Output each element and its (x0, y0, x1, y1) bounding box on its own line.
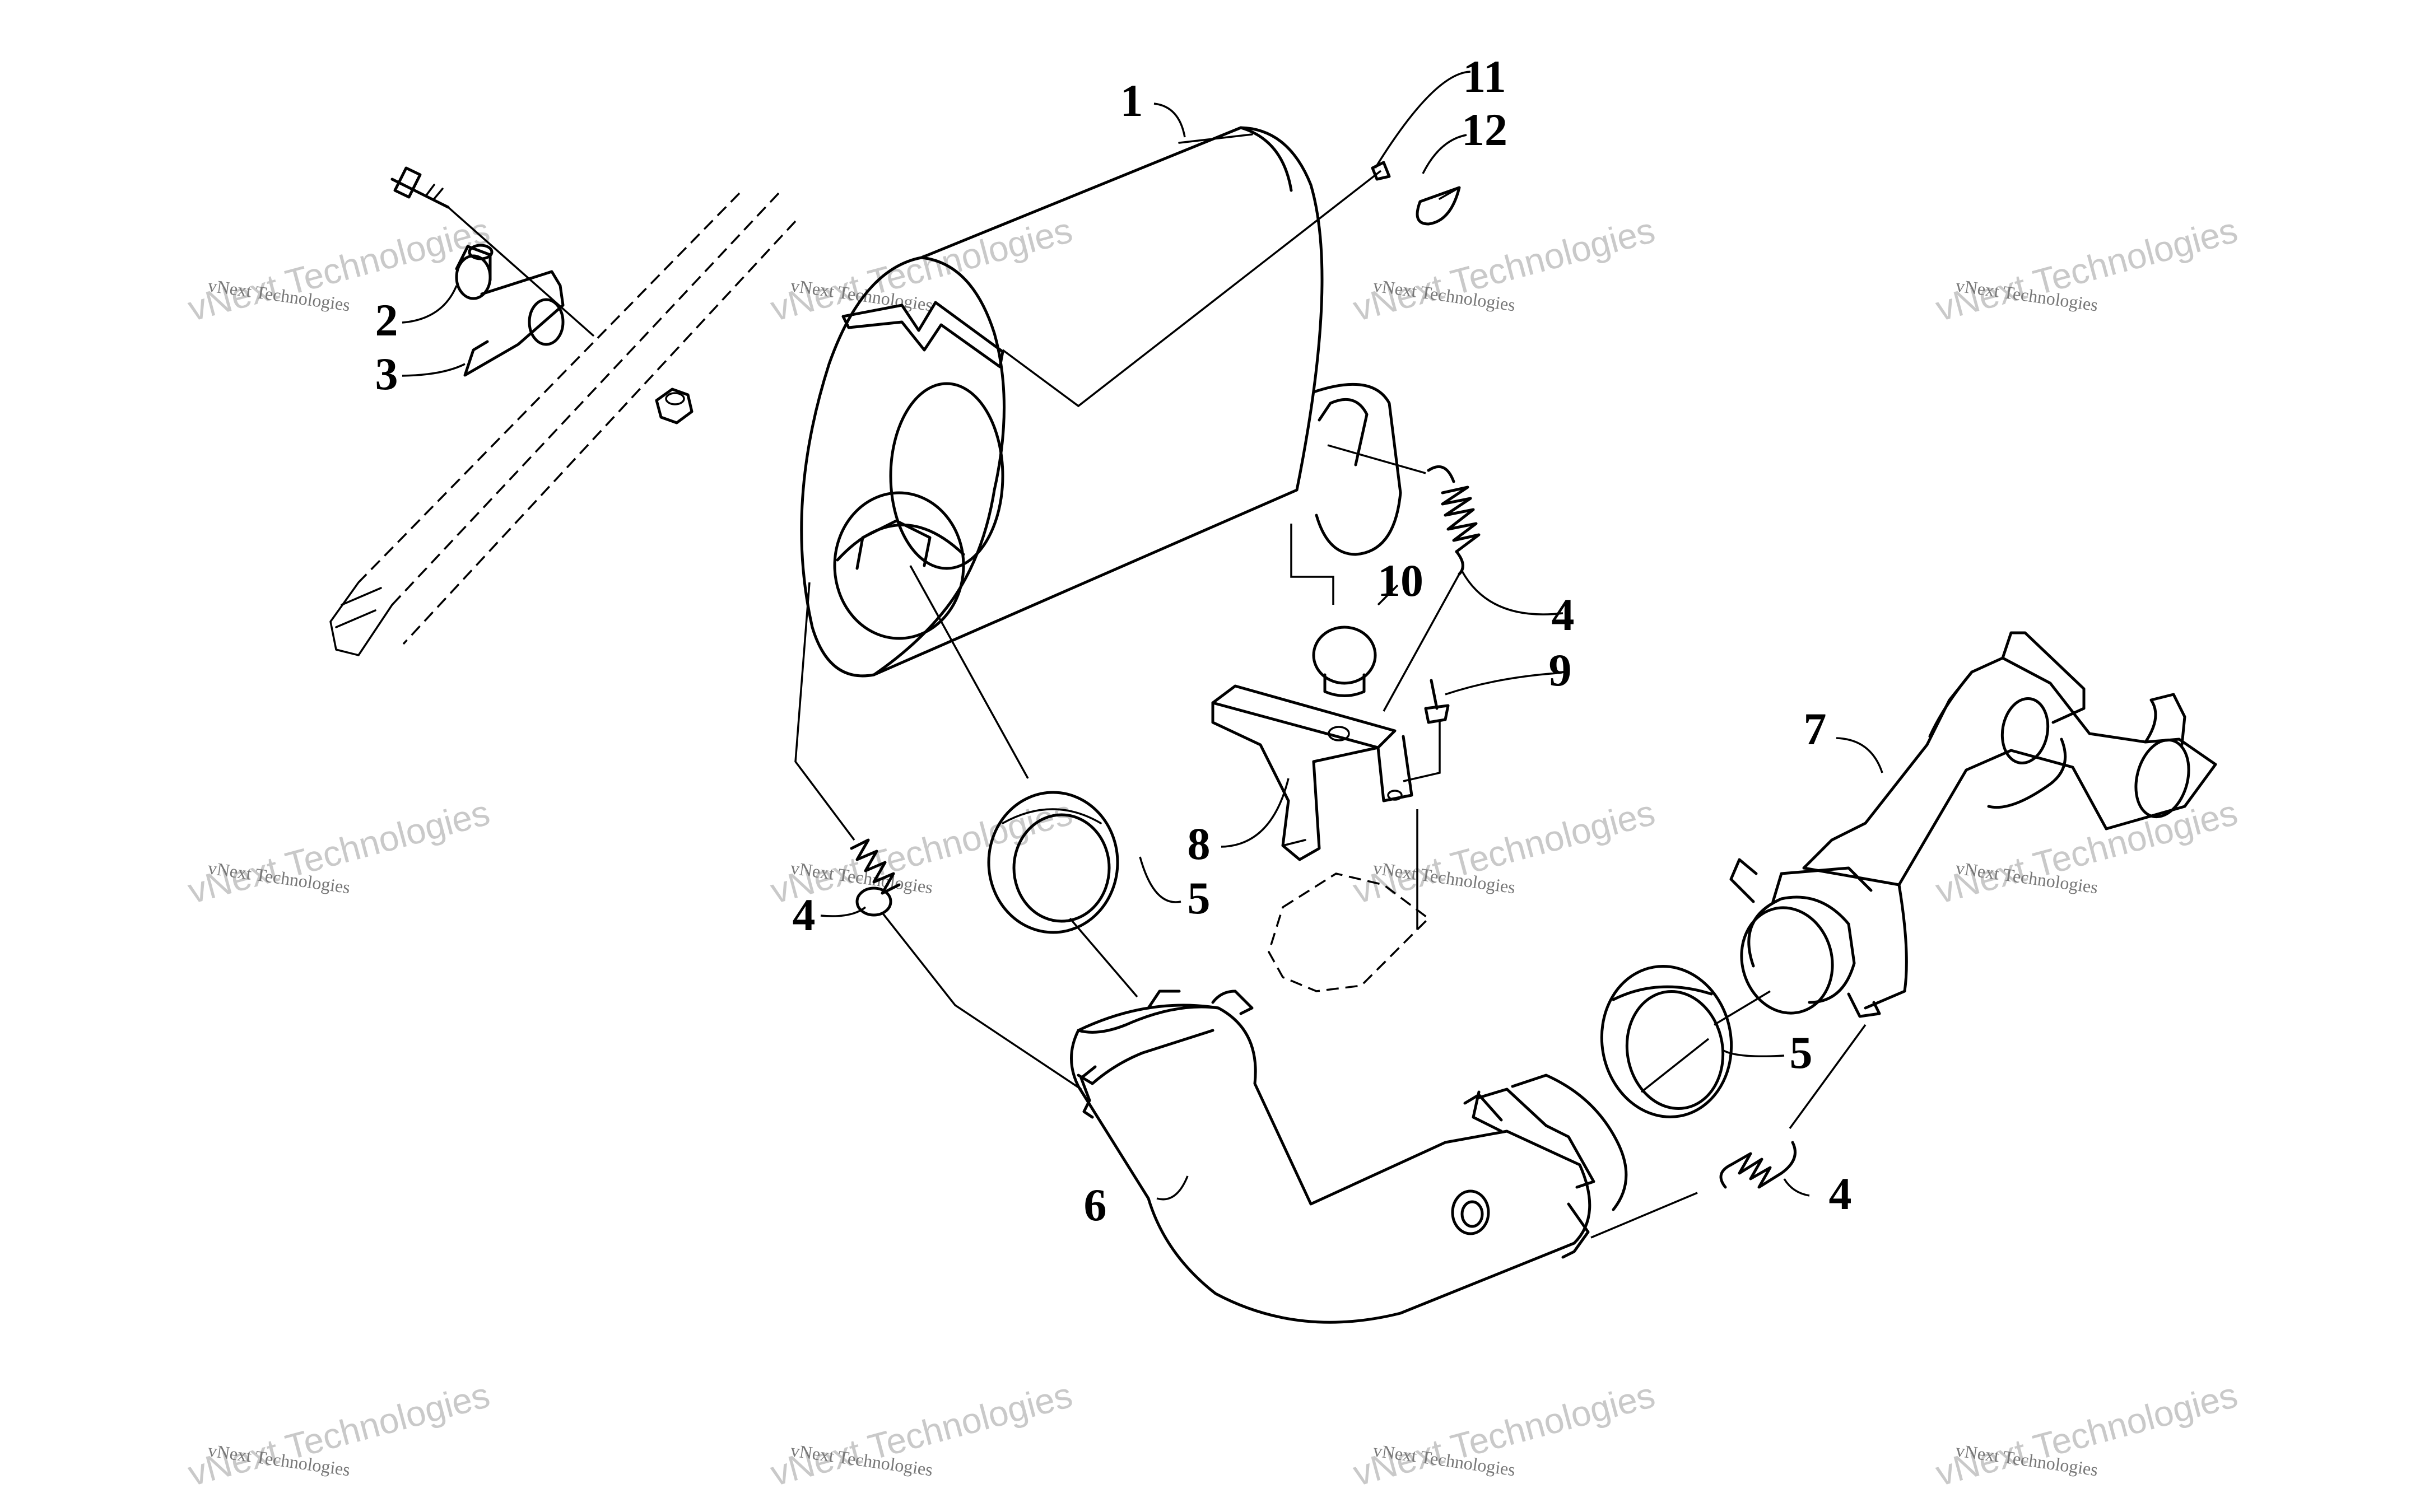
mounting-bracket-part (463, 270, 565, 377)
y-pipe-part (1729, 631, 2217, 1018)
callout-6-label: 6 (1084, 1179, 1107, 1230)
callout-4-upper-label: 4 (1552, 589, 1575, 640)
spring-upper-right-part (1427, 465, 1481, 576)
bolt-part (390, 166, 595, 337)
callout-3-label: 3 (375, 348, 398, 399)
callout-10-label: 10 (1377, 555, 1423, 606)
callout-4-lower-label: 4 (1829, 1168, 1852, 1219)
callout-8-label: 8 (1188, 818, 1211, 869)
callout-12-label: 12 (1462, 104, 1507, 155)
rubber-mount-part (1312, 626, 1377, 697)
callout-4-left-label: 4 (793, 889, 816, 940)
callout-7-label: 7 (1804, 703, 1827, 754)
watermark: vNext Technologies vNext Technologies (1932, 792, 2242, 911)
skid-plate-outline (1268, 872, 1430, 992)
leader-lines (402, 71, 1883, 1239)
callout-5-right-label: 5 (1790, 1027, 1813, 1078)
bushing-part (455, 244, 494, 300)
watermark: vNext Technologies vNext Technologies (766, 209, 1077, 329)
frame-rail-outline (329, 192, 797, 656)
callout-9-label: 9 (1549, 645, 1572, 696)
watermark-grid: vNext Technologies vNext Technologies vN… (184, 209, 2242, 1494)
rivet-part (1424, 679, 1450, 724)
watermark: vNext Technologies vNext Technologies (184, 1374, 494, 1494)
watermark: vNext Technologies vNext Technologies (1349, 1374, 1659, 1494)
gasket-right-part (1600, 965, 1733, 1118)
muffler-part (800, 126, 1402, 678)
spring-left-part (850, 838, 901, 917)
watermark: vNext Technologies vNext Technologies (184, 209, 494, 329)
callout-1-label: 1 (1120, 75, 1143, 126)
watermark: vNext Technologies vNext Technologies (1932, 1374, 2242, 1494)
watermark: vNext Technologies vNext Technologies (184, 792, 494, 911)
spring-lower-right-part (1719, 1141, 1797, 1189)
head-pipe-part (1070, 990, 1628, 1324)
callout-11-label: 11 (1463, 51, 1506, 102)
gasket-left-part (987, 791, 1119, 934)
callout-labels: 1 2 3 4 4 4 5 5 6 7 8 9 10 11 12 (375, 51, 1852, 1230)
callout-5-left-label: 5 (1188, 872, 1211, 923)
nut-part (655, 388, 694, 424)
watermark: vNext Technologies vNext Technologies (1932, 209, 2242, 329)
callout-2-label: 2 (375, 295, 398, 346)
hanger-bracket-part (1211, 684, 1413, 861)
retaining-pin-part (1416, 186, 1461, 226)
watermark: vNext Technologies vNext Technologies (1349, 209, 1659, 329)
watermark: vNext Technologies vNext Technologies (766, 1374, 1077, 1494)
